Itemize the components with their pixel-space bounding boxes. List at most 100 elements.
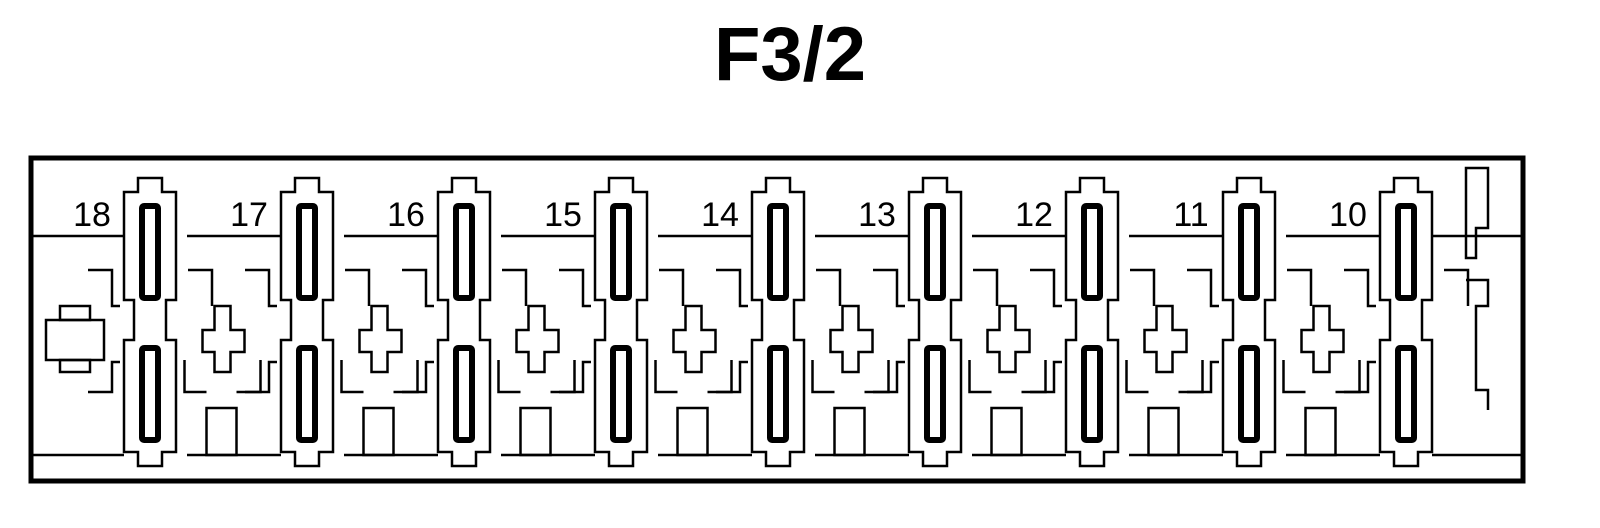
fuse-number: 13 [858, 196, 896, 234]
fuse-terminal-lower [767, 345, 789, 443]
fuse-slot: 17 [187, 176, 419, 468]
socket-links [968, 360, 1047, 394]
fuse-number: 18 [73, 196, 111, 234]
fuse-number: 14 [701, 196, 739, 234]
socket-links [183, 360, 262, 394]
clip-left [1030, 268, 1062, 308]
fuse-body [1064, 176, 1120, 468]
fuse-body [750, 176, 806, 468]
clip-right [1130, 268, 1156, 306]
socket-links [811, 360, 890, 394]
socket-box [1147, 406, 1180, 457]
connector-tab-top [58, 304, 92, 322]
relay-socket [358, 304, 403, 374]
connector-tab-bottom [58, 358, 92, 374]
fuse-body [279, 176, 335, 468]
fuse-slot: 16 [344, 176, 576, 468]
fuse-body [436, 176, 492, 468]
fuse-slot: 15 [501, 176, 733, 468]
fuse-number: 12 [1015, 196, 1053, 234]
side-connector-left [44, 304, 106, 374]
connector-clip-lower [1466, 278, 1490, 410]
socket-links [1125, 360, 1204, 394]
fuse-number: 10 [1329, 196, 1367, 234]
clip-right [973, 268, 999, 306]
side-connector-right [1464, 166, 1490, 410]
diagram-title: F3/2 [714, 12, 866, 97]
fuse-body [593, 176, 649, 468]
relay-socket [1143, 304, 1188, 374]
fuse-terminal-lower [453, 345, 475, 443]
clip-left [88, 268, 120, 308]
fuse-box-outline [28, 155, 1526, 484]
clip-left [1344, 268, 1376, 308]
lower-clip-left [559, 360, 591, 394]
fuse-terminal-upper [1081, 203, 1103, 301]
socket-links [340, 360, 419, 394]
clip-right [188, 268, 214, 306]
clip-right [659, 268, 685, 306]
clip-left [559, 268, 591, 308]
socket-links [654, 360, 733, 394]
clip-right [816, 268, 842, 306]
fuse-terminal-upper [139, 203, 161, 301]
fuse-slot: 10 [1286, 176, 1470, 468]
fuse-body [1221, 176, 1277, 468]
fuse-terminal-lower [139, 345, 161, 443]
lower-clip-left [245, 360, 277, 394]
socket-box [205, 406, 238, 457]
fuse-terminal-upper [1395, 203, 1417, 301]
clip-left [873, 268, 905, 308]
fuse-terminal-lower [1081, 345, 1103, 443]
socket-box [990, 406, 1023, 457]
clip-left [402, 268, 434, 308]
fuse-terminal-upper [1238, 203, 1260, 301]
relay-socket [829, 304, 874, 374]
lower-clip-left [716, 360, 748, 394]
fuse-body [1378, 176, 1434, 468]
fuse-terminal-lower [610, 345, 632, 443]
clip-right [345, 268, 371, 306]
clip-right [1444, 268, 1470, 306]
clip-left [245, 268, 277, 308]
fuse-slot: 13 [815, 176, 1047, 468]
socket-links [497, 360, 576, 394]
fuse-terminal-lower [1395, 345, 1417, 443]
socket-box [1304, 406, 1337, 457]
fuse-terminal-lower [296, 345, 318, 443]
lower-clip-left [1344, 360, 1376, 394]
relay-socket [515, 304, 560, 374]
fuse-number: 11 [1173, 196, 1208, 234]
fuse-terminal-upper [767, 203, 789, 301]
fuse-body [122, 176, 178, 468]
clip-right [1287, 268, 1313, 306]
fuse-terminal-lower [924, 345, 946, 443]
lower-clip-left [88, 360, 120, 394]
clip-right [502, 268, 528, 306]
fuse-number: 17 [230, 196, 268, 234]
fuse-terminal-lower [1238, 345, 1260, 443]
fuse-slot: 12 [972, 176, 1204, 468]
fuse-terminal-upper [924, 203, 946, 301]
fuse-terminal-upper [453, 203, 475, 301]
fuse-terminal-upper [296, 203, 318, 301]
fuse-terminal-upper [610, 203, 632, 301]
fuse-body [907, 176, 963, 468]
lower-clip-left [1187, 360, 1219, 394]
relay-socket [1300, 304, 1345, 374]
socket-box [676, 406, 709, 457]
socket-box [362, 406, 395, 457]
fuse-number: 15 [544, 196, 582, 234]
relay-socket [986, 304, 1031, 374]
relay-socket [201, 304, 246, 374]
fuse-slot: 11 [1129, 176, 1361, 468]
connector-block [44, 318, 106, 362]
lower-clip-left [402, 360, 434, 394]
socket-links [1282, 360, 1361, 394]
socket-box [519, 406, 552, 457]
clip-left [1187, 268, 1219, 308]
lower-clip-left [873, 360, 905, 394]
connector-clip [1464, 166, 1490, 260]
